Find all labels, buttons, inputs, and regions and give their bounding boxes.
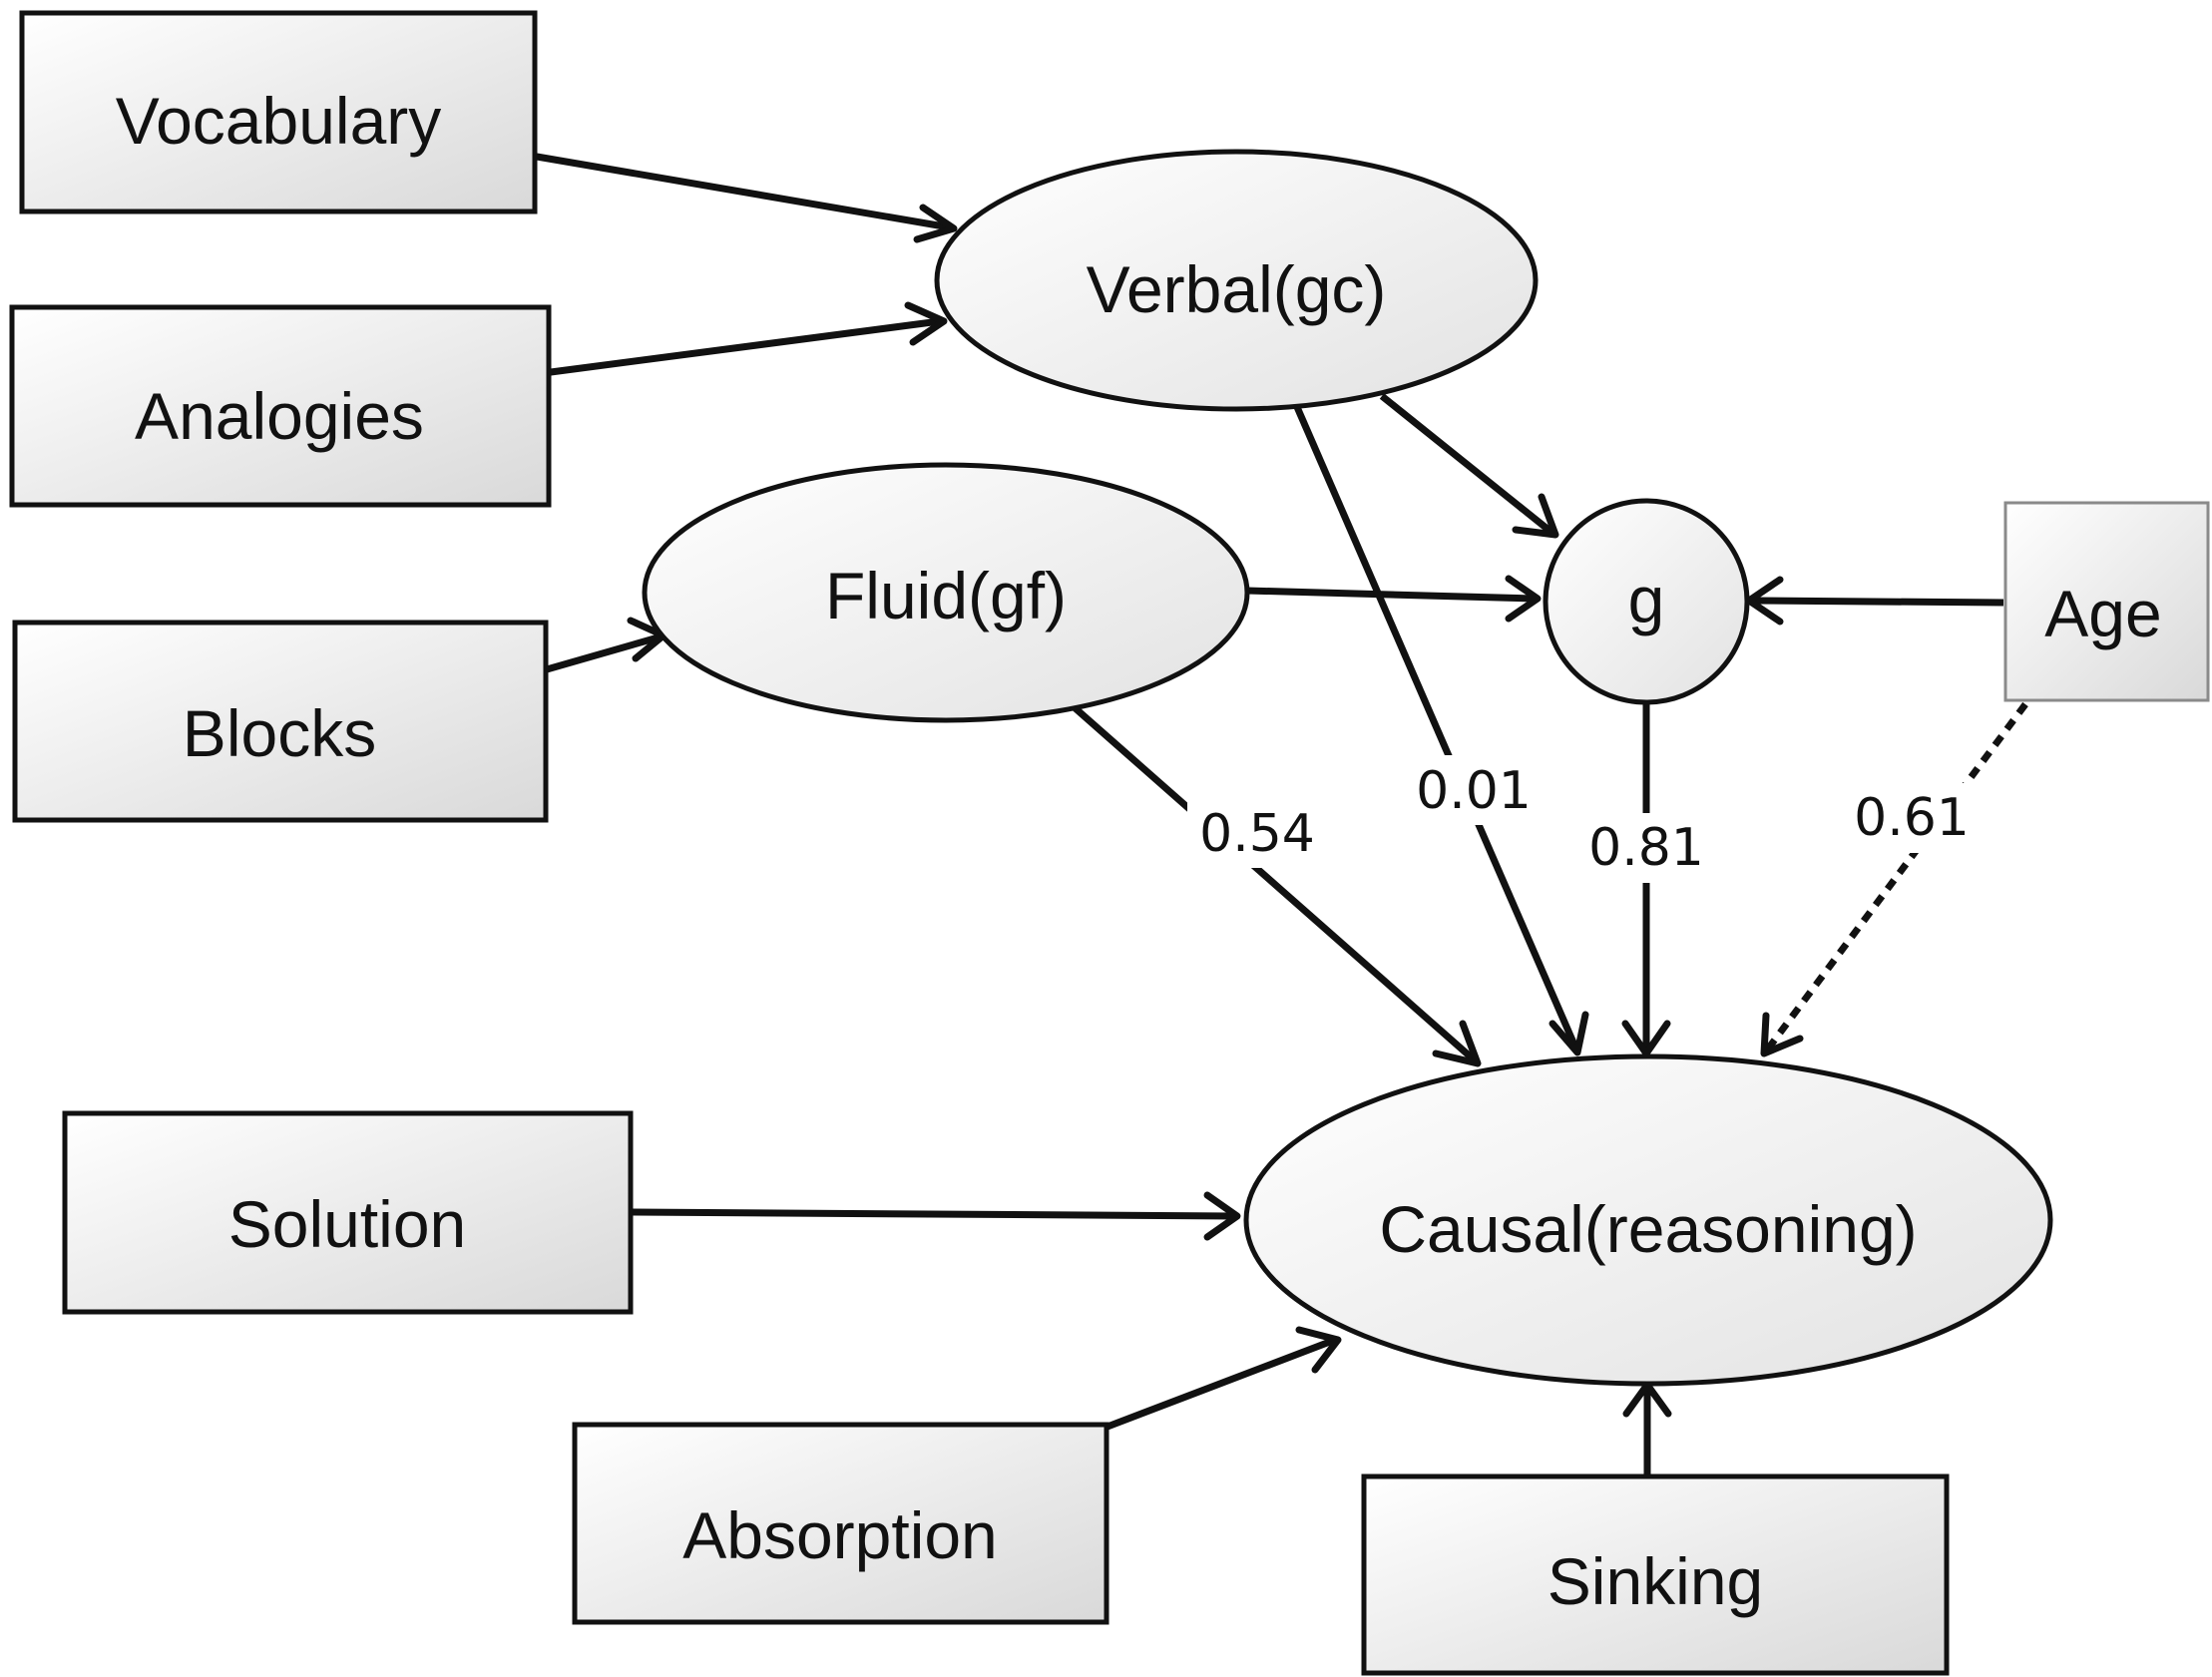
absorption-label: Absorption (682, 1498, 998, 1572)
causal-label: Causal(reasoning) (1379, 1192, 1917, 1266)
node-blocks: Blocks (12, 620, 549, 823)
edge-fluid-g (1246, 587, 1536, 603)
analogies-box (9, 304, 552, 508)
edge-solution-causal (632, 1208, 1235, 1220)
age-box (2003, 501, 2210, 702)
edge-blocks-fluid (546, 632, 663, 673)
age-label: Age (2044, 577, 2161, 650)
node-fluid: Fluid(gf) (642, 462, 1250, 723)
edge-vocabulary-verbal (536, 153, 951, 231)
vocabulary-box (19, 10, 538, 214)
blocks-label: Blocks (183, 696, 376, 770)
causal-ellipse (1243, 1053, 2053, 1387)
node-g: g (1543, 498, 1750, 705)
arrowhead-analogies-verbal (904, 301, 948, 346)
edge-absorption-causal (1106, 1336, 1337, 1431)
analogies-label: Analogies (135, 379, 424, 453)
node-sinking: Sinking (1361, 1473, 1950, 1676)
fluid-label: Fluid(gf) (825, 559, 1067, 632)
edge-age-g (1751, 597, 2004, 607)
node-absorption: Absorption (572, 1422, 1109, 1625)
node-analogies: Analogies (9, 304, 552, 508)
coef-fluid-causal: 0.54 (1199, 804, 1315, 864)
g-label: g (1628, 563, 1665, 636)
coef-fluid-causal-bg (1187, 798, 1327, 868)
arrowhead-solution-causal (1203, 1191, 1241, 1241)
sinking-box (1361, 1473, 1950, 1676)
node-age: Age (2003, 501, 2210, 702)
node-verbal: Verbal(gc) (934, 149, 1539, 412)
coef-verbal-causal-bg (1405, 755, 1543, 825)
absorption-box (572, 1422, 1109, 1625)
g-circle (1543, 498, 1750, 705)
node-solution: Solution (62, 1110, 634, 1315)
edge-age-causal (1763, 701, 2028, 1054)
fluid-ellipse (642, 462, 1250, 723)
vocabulary-label: Vocabulary (116, 84, 442, 158)
node-causal: Causal(reasoning) (1243, 1053, 2053, 1387)
arrowhead-g-causal (1621, 1020, 1671, 1057)
blocks-box (12, 620, 549, 823)
coef-age-causal: 0.61 (1854, 788, 1970, 848)
edge-fluid-causal (1067, 700, 1478, 1063)
edge-verbal-causal (1293, 405, 1580, 1051)
coef-verbal-causal: 0.01 (1416, 761, 1532, 821)
edge-analogies-verbal (550, 317, 941, 376)
solution-label: Solution (228, 1187, 467, 1261)
edges (536, 153, 2028, 1476)
coef-g-causal: 0.81 (1588, 818, 1704, 878)
coefficient-labels: 0.54 0.01 0.81 0.61 (1187, 755, 1980, 883)
arrowhead-age-causal (1760, 1012, 1804, 1057)
coef-g-causal-bg (1578, 813, 1714, 883)
arrowhead-fluid-g (1505, 575, 1542, 623)
node-vocabulary: Vocabulary (19, 10, 538, 214)
sinking-label: Sinking (1548, 1544, 1763, 1618)
verbal-ellipse (934, 149, 1539, 412)
coef-age-causal-bg (1844, 783, 1980, 853)
arrowhead-verbal-causal (1548, 1011, 1589, 1056)
solution-box (62, 1110, 634, 1315)
arrowhead-vocabulary-verbal (913, 204, 958, 243)
verbal-label: Verbal(gc) (1087, 252, 1387, 326)
edge-verbal-g (1379, 393, 1556, 537)
arrowhead-absorption-causal (1295, 1326, 1342, 1374)
arrowhead-fluid-causal (1432, 1020, 1482, 1067)
arrowhead-verbal-g (1512, 493, 1559, 539)
